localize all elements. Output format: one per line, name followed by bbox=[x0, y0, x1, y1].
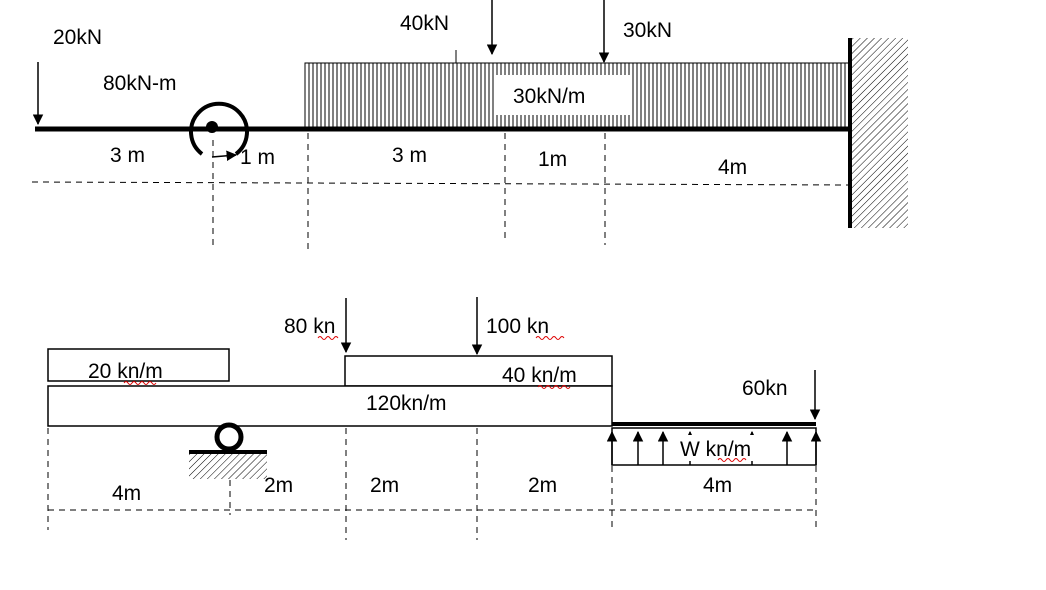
load-60-label: 60kn bbox=[742, 377, 788, 400]
load-30kN-label: 30kN bbox=[623, 19, 672, 42]
load-100-label: 100 kn bbox=[486, 315, 549, 338]
bottom-dim-1: 4m bbox=[112, 482, 141, 505]
top-dim-5: 4m bbox=[718, 156, 747, 179]
bottom-beam-group: 20 kn/m 40 kn/m 120kn/m W kn/m 8 bbox=[47, 297, 822, 540]
udl-120-block bbox=[47, 385, 613, 427]
udl-20-label: 20 kn/m bbox=[88, 360, 163, 383]
bottom-dimension-lines bbox=[47, 428, 817, 540]
udl-20-block bbox=[47, 348, 230, 382]
spellcheck-squiggles bbox=[123, 381, 747, 462]
udl-40-label: 40 kn/m bbox=[502, 364, 577, 387]
fixed-wall-hatch bbox=[850, 38, 908, 228]
bottom-dim-4: 2m bbox=[528, 474, 557, 497]
udl-w-label: W kn/m bbox=[680, 438, 751, 461]
udl-30-label: 30kN/m bbox=[513, 85, 585, 108]
load-80-squiggle bbox=[317, 336, 339, 340]
load-80-label: 80 kn bbox=[284, 315, 335, 338]
top-dim-4: 1m bbox=[538, 148, 567, 171]
moment-point bbox=[206, 121, 218, 133]
load-20kN-label: 20kN bbox=[53, 26, 102, 49]
top-dim-1: 3 m bbox=[110, 144, 145, 167]
udl-30-label-box bbox=[495, 75, 630, 115]
bottom-dim-5: 4m bbox=[703, 474, 732, 497]
roller-support bbox=[189, 422, 267, 479]
moment-arc bbox=[189, 101, 249, 156]
top-dimension-lines bbox=[31, 133, 851, 250]
load-100-squiggle bbox=[535, 336, 565, 340]
top-dim-3: 3 m bbox=[392, 144, 427, 167]
udl-120-label: 120kn/m bbox=[366, 392, 447, 415]
moment-arrow bbox=[211, 150, 238, 162]
bottom-dim-3: 2m bbox=[370, 474, 399, 497]
top-beam-group: 30kN/m 20kN 80kN-m 40kN 30kN 3 m 1 m 3 m bbox=[31, 0, 908, 250]
moment-label: 80kN-m bbox=[103, 72, 177, 95]
load-40kN-label: 40kN bbox=[400, 12, 449, 35]
udl-w-label-box bbox=[674, 435, 782, 461]
top-dim-2: 1 m bbox=[240, 146, 275, 169]
bottom-dim-2: 2m bbox=[264, 474, 293, 497]
